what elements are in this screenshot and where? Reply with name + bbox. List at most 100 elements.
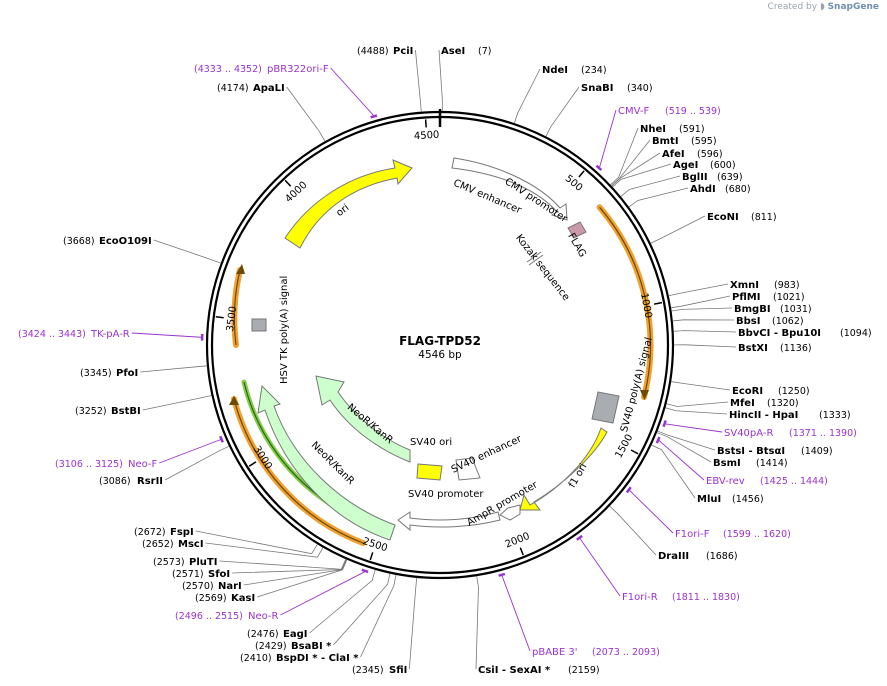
site-pos-bstxi: (1136) [780, 343, 812, 354]
site-leader-bsabi [333, 573, 391, 646]
feature-ampr-promoter [499, 504, 521, 521]
site-bstxi: BstXI [738, 343, 768, 354]
primer-pbr322ori-f: pBR322ori-F [267, 64, 329, 75]
site-leader-csii [475, 576, 479, 670]
site-leader-bstxi [673, 344, 737, 348]
label-sv40-promoter: SV40 promoter [408, 489, 484, 500]
feature-ori [284, 159, 413, 249]
primer-range-tk-pa-r: (3424 .. 3443) [18, 329, 86, 340]
site-pos-bglii: (639) [717, 172, 743, 183]
site-pos-asei: (7) [478, 46, 491, 57]
site-pos-fspi: (2672) [134, 527, 166, 538]
plasmid-name: FLAG-TPD52 [399, 334, 481, 348]
site-leader-draiii [609, 505, 657, 556]
primer-labels: CMV-F (519 .. 539) SV40pA-R (1371 .. 139… [18, 64, 857, 658]
site-pos-sfoi: (2571) [172, 569, 204, 580]
site-pos-mfei: (1320) [767, 398, 799, 409]
site-btsi: BstsI - BtsαI [717, 446, 785, 457]
site-pos-sfii: (2345) [352, 665, 384, 676]
orange-arc-2-core [233, 398, 364, 544]
orange-arc-2-head [229, 396, 239, 405]
site-pos-csii: (2159) [568, 665, 600, 676]
site-pos-snabi: (340) [627, 83, 653, 94]
primer-range-neo-f: (3106 .. 3125) [55, 459, 123, 470]
site-pos-rsrii: (3086) [99, 476, 131, 487]
site-csii: CsiI - SexAI * [478, 665, 551, 676]
site-leader-bsmi [656, 432, 712, 463]
site-pos-pflmi: (1021) [773, 292, 805, 303]
site-leader-eagi [309, 569, 376, 634]
primer-tk-pa-r: TK-pA-R [90, 329, 130, 340]
site-mfei: MfeI [730, 398, 755, 409]
credit-prefix: Created by [767, 2, 818, 12]
site-leader-apali [286, 86, 326, 142]
site-leader-bspdi [360, 574, 397, 658]
primer-mark-1 [662, 420, 667, 428]
site-leader-xmni [668, 283, 729, 297]
primer-range-pbabe3: (2073 .. 2093) [592, 647, 660, 658]
primer-cmv-f: CMV-F [618, 106, 649, 117]
site-pos-ahdi: (680) [725, 184, 751, 195]
site-apali: ApaLI [253, 83, 285, 94]
feature-kozak [526, 251, 542, 263]
site-leader-pfoi [140, 365, 207, 373]
site-leader-mlui [651, 444, 696, 499]
primer-leader-6 [280, 571, 365, 616]
tick-label-2000: 2000 [504, 531, 532, 551]
primer-range-pbr322ori-f: (4333 .. 4352) [194, 64, 262, 75]
label-kozak: Kozak sequence [513, 233, 571, 303]
feature-cmv [451, 157, 568, 221]
primer-leader-0 [599, 109, 617, 168]
site-afei: AfeI [662, 149, 685, 160]
site-pfoi: PfoI [116, 368, 138, 379]
site-asei: AseI [441, 46, 465, 57]
credit-brand: SnapGene [827, 2, 879, 12]
tick-mark-4000 [284, 179, 292, 187]
site-leader-fspi [195, 530, 318, 555]
site-leader-bstsi [657, 430, 716, 451]
snapgene-logo-icon: ◗ [819, 2, 825, 12]
site-leader-bmgbi [671, 307, 733, 312]
primer-mark-9 [370, 114, 378, 119]
primer-sv40pa-r: SV40pA-R [724, 428, 773, 439]
site-leader-pflmi [670, 295, 731, 309]
feature-sv40-enhancer [455, 457, 481, 481]
orange-arc-1-core [599, 206, 652, 398]
site-draiii: DraIII [658, 551, 689, 562]
primer-mark-6 [361, 568, 369, 574]
feature-sv40-ori [416, 463, 443, 481]
tick-label-2500: 2500 [361, 536, 389, 554]
feature-neor-inner [315, 375, 411, 463]
site-leader-rsrii [164, 445, 230, 481]
label-sv40-ori: SV40 ori [410, 437, 452, 448]
primer-leader-2 [658, 440, 705, 481]
site-pos-kasi: (2569) [195, 593, 227, 604]
site-bsabi: BsaBI * [291, 641, 332, 652]
site-ecoo109i: EcoO109I [99, 236, 152, 247]
primer-range-cmv-f: (519 .. 539) [665, 106, 721, 117]
primer-range-f1ori-r: (1811 .. 1830) [672, 592, 740, 603]
site-leader-ndei [513, 68, 541, 124]
site-labels: (4488) PciI AseI (7) NdeI (234) SnaBI (3… [63, 46, 872, 676]
tick-label-1500: 1500 [614, 433, 636, 461]
site-rsrii: RsrII [137, 476, 163, 487]
feature-f1-ori [519, 427, 608, 511]
primer-range-f1ori-f: (1599 .. 1620) [723, 529, 791, 540]
label-ori: ori [334, 202, 351, 219]
site-bmgbi: BmgBI [734, 304, 771, 315]
orange-arc-3-head [236, 264, 245, 274]
site-pos-ecori: (1250) [778, 386, 810, 397]
site-leader-kasi [257, 559, 348, 598]
site-pos-pluti: (2573) [153, 557, 185, 568]
site-pos-agei: (600) [710, 160, 736, 171]
site-clai: BspDI * - ClaI * [276, 653, 359, 664]
tick-label-4500: 4500 [414, 130, 440, 143]
site-leader-pcii [415, 49, 422, 112]
primer-range-ebv-rev: (1425 .. 1444) [760, 476, 828, 487]
site-leader-pluti [219, 559, 347, 570]
site-pos-bmgbi: (1031) [780, 304, 812, 315]
primer-f1ori-r: F1ori-R [622, 592, 658, 603]
label-sv40-enhancer: SV40 enhancer [450, 433, 524, 476]
tick-mark-2500 [369, 552, 374, 561]
primer-mark-3 [625, 486, 632, 494]
